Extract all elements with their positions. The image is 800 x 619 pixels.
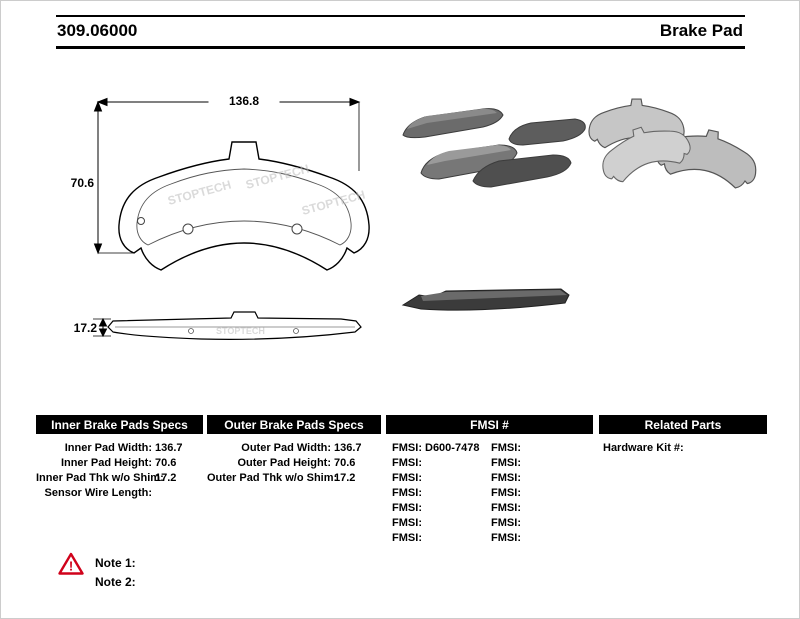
fmsi-header: FMSI # [386, 415, 593, 434]
related-label: Hardware Kit #: [603, 441, 684, 454]
pad-side-view: STOPTECH [107, 311, 362, 340]
spec-value: 17.2 [155, 471, 177, 484]
spec-value: 136.7 [334, 441, 362, 454]
fmsi-row: FMSI: [386, 530, 488, 545]
spec-value: 70.6 [155, 456, 177, 469]
spec-value: 70.6 [334, 456, 356, 469]
watermark: STOPTECH [216, 326, 265, 336]
fmsi-label: FMSI: [392, 486, 422, 499]
related-row: Hardware Kit #: [599, 440, 767, 455]
spec-row: Outer Pad Thk w/o Shim: 17.2 [207, 470, 381, 485]
fmsi-label: FMSI: [392, 471, 422, 484]
fmsi-row: FMSI: [489, 530, 573, 545]
photo-pad-cluster [402, 108, 586, 188]
part-number: 309.06000 [57, 21, 138, 40]
pad-hole [182, 223, 194, 235]
photo-pad-profile [401, 288, 570, 311]
fmsi-label: FMSI: [392, 456, 422, 469]
related-parts-column: Hardware Kit #: [599, 440, 767, 455]
fmsi-row: FMSI: [386, 470, 488, 485]
header-top-rule [56, 15, 745, 17]
spec-label: Inner Pad Width: [64, 441, 152, 454]
header-bottom-rule [56, 46, 745, 49]
spec-value: 17.2 [334, 471, 356, 484]
fmsi-row: FMSI: [489, 515, 573, 530]
fmsi-row: FMSI: [386, 455, 488, 470]
pad-hole [291, 223, 303, 235]
technical-drawing: 136.8 70.6 STOPTECH STOPTECH STOPTECH [71, 91, 764, 340]
pad-front-view: STOPTECH STOPTECH STOPTECH [118, 141, 370, 271]
fmsi-label: FMSI: [392, 441, 422, 454]
dimension-height: 70.6 [71, 100, 133, 255]
spec-row: Inner Pad Thk w/o Shim: 17.2 [36, 470, 203, 485]
warning-icon: ! [58, 552, 84, 575]
photo-backplate-pads [588, 98, 764, 193]
fmsi-row: FMSI: [489, 455, 573, 470]
pad-outline [118, 141, 370, 271]
fmsi-row: FMSI: [489, 470, 573, 485]
spec-row: Outer Pad Width: 136.7 [207, 440, 381, 455]
height-dim-label: 70.6 [71, 176, 95, 190]
spec-row: Inner Pad Height: 70.6 [36, 455, 203, 470]
spec-label: Outer Pad Thk w/o Shim: [207, 471, 338, 484]
related-parts-header: Related Parts [599, 415, 767, 434]
spec-label: Outer Pad Width: [241, 441, 331, 454]
spec-label: Sensor Wire Length: [44, 486, 152, 499]
note-2: Note 2: [95, 575, 136, 589]
fmsi-right-column: FMSI: FMSI: FMSI: FMSI: FMSI: FMSI: FMSI… [489, 440, 573, 545]
fmsi-label: FMSI: [491, 501, 521, 514]
fmsi-label: FMSI: [491, 456, 521, 469]
spec-value: 136.7 [155, 441, 183, 454]
pad-hole [137, 217, 145, 225]
width-dim-label: 136.8 [229, 94, 259, 108]
fmsi-left-column: FMSI: D600-7478 FMSI: FMSI: FMSI: FMSI: … [386, 440, 488, 545]
thickness-dim-label: 17.2 [74, 321, 98, 335]
fmsi-row: FMSI: [386, 515, 488, 530]
fmsi-label: FMSI: [491, 516, 521, 529]
spec-label: Inner Pad Height: [60, 456, 152, 469]
fmsi-label: FMSI: [392, 516, 422, 529]
inner-specs-header: Inner Brake Pads Specs [36, 415, 203, 434]
fmsi-row: FMSI: [489, 440, 573, 455]
outer-specs-column: Outer Pad Width: 136.7 Outer Pad Height:… [207, 440, 381, 485]
outer-specs-header: Outer Brake Pads Specs [207, 415, 381, 434]
fmsi-row: FMSI: [386, 485, 488, 500]
spec-row: Sensor Wire Length: [36, 485, 203, 500]
fmsi-label: FMSI: [392, 501, 422, 514]
dimension-thickness: 17.2 [74, 317, 111, 338]
fmsi-label: FMSI: [491, 471, 521, 484]
fmsi-row: FMSI: [386, 500, 488, 515]
fmsi-label: FMSI: [491, 441, 521, 454]
spec-label: Inner Pad Thk w/o Shim: [36, 471, 164, 484]
svg-text:!: ! [69, 559, 73, 574]
fmsi-row: FMSI: [489, 500, 573, 515]
fmsi-label: FMSI: [491, 531, 521, 544]
fmsi-value: D600-7478 [425, 441, 480, 454]
fmsi-row: FMSI: [489, 485, 573, 500]
spec-row: Inner Pad Width: 136.7 [36, 440, 203, 455]
page-title: Brake Pad [659, 21, 743, 40]
fmsi-label: FMSI: [392, 531, 422, 544]
fmsi-row: FMSI: D600-7478 [386, 440, 488, 455]
spec-label: Outer Pad Height: [237, 456, 331, 469]
note-1: Note 1: [95, 556, 136, 570]
inner-specs-column: Inner Pad Width: 136.7 Inner Pad Height:… [36, 440, 203, 500]
pad-friction-line [136, 168, 352, 246]
spec-row: Outer Pad Height: 70.6 [207, 455, 381, 470]
fmsi-label: FMSI: [491, 486, 521, 499]
